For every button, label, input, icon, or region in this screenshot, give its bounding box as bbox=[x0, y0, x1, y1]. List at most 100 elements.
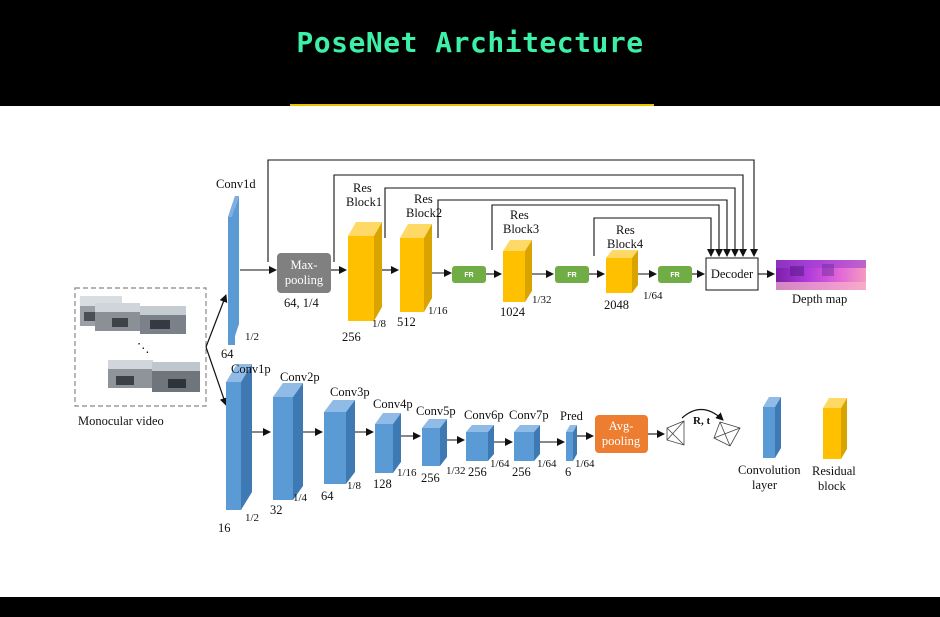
res1-scale: 1/8 bbox=[372, 318, 387, 330]
conv4p-name: Conv4p bbox=[373, 397, 413, 411]
conv5p-scale: 1/32 bbox=[446, 465, 466, 477]
legend-res-line1: Residual bbox=[812, 464, 856, 478]
video-ellipsis: ⋱ bbox=[137, 341, 150, 355]
res4-line2: Block4 bbox=[607, 237, 644, 251]
arrow-to-pose bbox=[205, 346, 228, 406]
skip-res4 bbox=[593, 217, 715, 257]
conv2p-channels: 32 bbox=[270, 503, 283, 517]
video-frame-4 bbox=[108, 360, 153, 388]
fr-block-1 bbox=[452, 266, 486, 283]
conv1d-name: Conv1d bbox=[216, 177, 256, 191]
conv5p-name: Conv5p bbox=[416, 404, 456, 418]
res-block1 bbox=[348, 222, 382, 321]
res1-line1: Res bbox=[353, 181, 372, 195]
video-frame-3 bbox=[140, 306, 186, 334]
res4-line1: Res bbox=[616, 223, 635, 237]
conv1p-scale: 1/2 bbox=[245, 512, 259, 524]
conv1d-block bbox=[228, 196, 239, 345]
conv6p-name: Conv6p bbox=[464, 408, 504, 422]
res-block2 bbox=[400, 224, 432, 312]
decoder-block bbox=[705, 257, 759, 291]
conv5p-channels: 256 bbox=[421, 471, 440, 485]
skip-res1 bbox=[384, 187, 739, 257]
camera-icon-1 bbox=[666, 420, 685, 446]
pred-scale: 1/64 bbox=[575, 458, 595, 470]
maxpool-line2: pooling bbox=[285, 273, 324, 287]
input-video-group: ⋱ Monocular video bbox=[74, 287, 207, 428]
conv6p-channels: 256 bbox=[468, 465, 487, 479]
depth-map-image bbox=[776, 260, 866, 290]
res1-line2: Block1 bbox=[346, 195, 382, 209]
res4-scale: 1/64 bbox=[643, 290, 663, 302]
res-block4 bbox=[606, 250, 638, 293]
maxpool-block bbox=[277, 253, 331, 293]
conv3p-channels: 64 bbox=[321, 489, 334, 503]
arrow-to-depth bbox=[205, 294, 228, 348]
accent-line bbox=[290, 104, 654, 106]
fr-label-1: FR bbox=[464, 272, 473, 279]
legend-conv-line1: Convolution bbox=[738, 463, 801, 477]
conv5p-block bbox=[422, 419, 447, 466]
video-frame-2 bbox=[95, 303, 140, 331]
skip-res2 bbox=[437, 199, 731, 257]
fr-block-2 bbox=[555, 266, 589, 283]
conv7p-scale: 1/64 bbox=[537, 458, 557, 470]
res-block3 bbox=[503, 240, 532, 302]
conv6p-block bbox=[466, 425, 494, 461]
input-label: Monocular video bbox=[78, 414, 164, 428]
avgpool-block bbox=[595, 415, 648, 453]
pred-block bbox=[566, 425, 577, 461]
conv1p-channels: 16 bbox=[218, 521, 231, 535]
skip-conv1 bbox=[267, 159, 758, 262]
conv1d-scale: 1/2 bbox=[245, 331, 259, 343]
camera-icon-2 bbox=[713, 421, 741, 447]
pose-transform-arrow bbox=[681, 408, 724, 421]
res3-scale: 1/32 bbox=[532, 294, 552, 306]
bottom-bar bbox=[0, 597, 940, 617]
pred-name: Pred bbox=[560, 409, 584, 423]
depth-map-label: Depth map bbox=[792, 292, 847, 306]
conv7p-name: Conv7p bbox=[509, 408, 549, 422]
legend-res-line2: block bbox=[818, 479, 847, 493]
conv4p-scale: 1/16 bbox=[397, 467, 417, 479]
pose-output-label: R, t bbox=[693, 415, 710, 427]
skip-maxpool bbox=[333, 174, 747, 262]
conv3p-scale: 1/8 bbox=[347, 480, 362, 492]
conv2p-block bbox=[273, 383, 303, 500]
title-bar: PoseNet Architecture bbox=[0, 0, 940, 104]
legend-conv-swatch bbox=[763, 397, 781, 458]
fr-block-3 bbox=[658, 266, 692, 283]
video-frame-5 bbox=[152, 362, 200, 392]
res2-line1: Res bbox=[414, 192, 433, 206]
conv1p-name: Conv1p bbox=[231, 362, 271, 376]
res3-line2: Block3 bbox=[503, 222, 539, 236]
conv4p-channels: 128 bbox=[373, 477, 392, 491]
avgpool-line1: Avg- bbox=[609, 419, 634, 433]
pred-channels: 6 bbox=[565, 465, 571, 479]
architecture-diagram: ⋱ Monocular video Conv1d 64 1/2 bbox=[74, 159, 866, 535]
res2-line2: Block2 bbox=[406, 206, 442, 220]
res2-channels: 512 bbox=[397, 315, 416, 329]
conv7p-block bbox=[514, 425, 540, 461]
res1-channels: 256 bbox=[342, 330, 361, 344]
diagram-canvas: ⋱ Monocular video Conv1d 64 1/2 bbox=[0, 106, 940, 597]
avgpool-line2: pooling bbox=[602, 434, 641, 448]
page-title: PoseNet Architecture bbox=[296, 26, 644, 59]
skip-connections bbox=[267, 159, 758, 262]
conv3p-name: Conv3p bbox=[330, 385, 370, 399]
conv1d-channels: 64 bbox=[221, 347, 234, 361]
res3-line1: Res bbox=[510, 208, 529, 222]
fr-label-3: FR bbox=[670, 272, 679, 279]
conv3p-block bbox=[324, 400, 355, 484]
fr-label-2: FR bbox=[567, 272, 576, 279]
res2-scale: 1/16 bbox=[428, 305, 448, 317]
conv4p-block bbox=[375, 413, 401, 473]
input-dashed-box bbox=[74, 287, 207, 407]
maxpool-line1: Max- bbox=[290, 258, 317, 272]
maxpool-sub: 64, 1/4 bbox=[284, 296, 319, 310]
decoder-label: Decoder bbox=[711, 267, 754, 281]
conv2p-scale: 1/4 bbox=[293, 492, 308, 504]
skip-res3 bbox=[491, 204, 723, 257]
conv6p-scale: 1/64 bbox=[490, 458, 510, 470]
legend-res-swatch bbox=[823, 398, 847, 459]
